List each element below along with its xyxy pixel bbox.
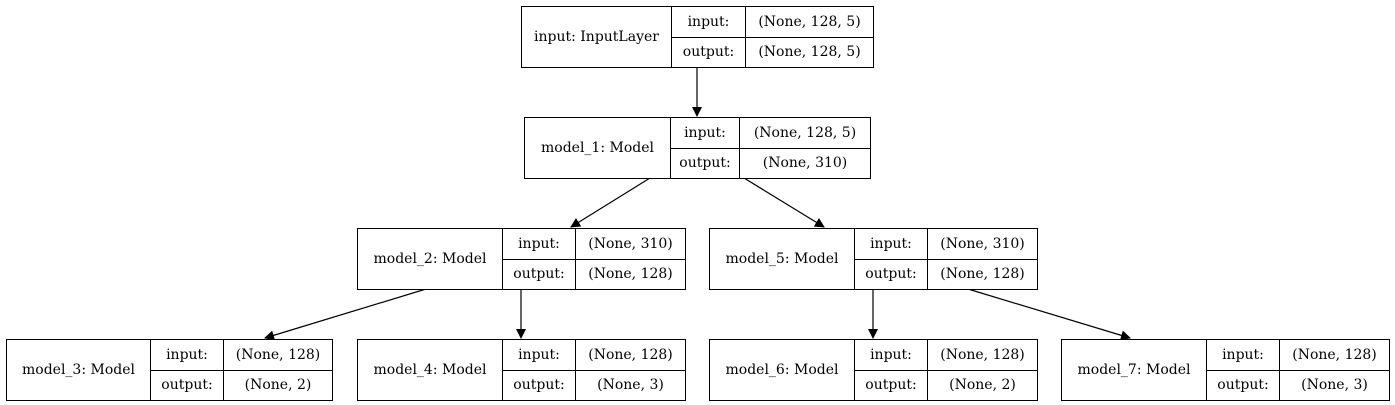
input-row: input: (None, 128, 5) [672, 7, 873, 37]
output-label: output: [1207, 370, 1280, 400]
input-row: input: (None, 128) [1207, 340, 1389, 370]
node-model-1: model_1: Model input: (None, 128, 5) out… [524, 117, 871, 179]
input-shape: (None, 310) [588, 235, 673, 252]
output-row: output: (None, 310) [671, 147, 870, 178]
output-label: output: [503, 370, 576, 400]
output-label: output: [503, 259, 576, 289]
input-row: input: (None, 128) [855, 340, 1037, 370]
output-row: output: (None, 2) [151, 369, 332, 400]
input-label: input: [151, 340, 224, 370]
edge-model-5-to-model-7 [967, 288, 1131, 341]
output-label: output: [671, 148, 740, 178]
node-name: model_5: Model [710, 229, 855, 289]
node-model-6: model_6: Model input: (None, 128) output… [709, 339, 1038, 401]
output-row: output: (None, 128) [503, 258, 685, 289]
input-row: input: (None, 128) [151, 340, 332, 370]
node-name: model_6: Model [710, 340, 855, 400]
output-row: output: (None, 128) [855, 258, 1037, 289]
node-name: model_7: Model [1062, 340, 1207, 400]
input-row: input: (None, 310) [503, 229, 685, 259]
input-label: input: [672, 7, 746, 37]
output-label: output: [855, 259, 928, 289]
output-label: output: [151, 370, 224, 400]
node-name: model_3: Model [7, 340, 151, 400]
node-model-7: model_7: Model input: (None, 128) output… [1061, 339, 1390, 401]
output-shape: (None, 2) [244, 377, 312, 394]
output-shape: (None, 128) [588, 266, 673, 283]
output-shape: (None, 2) [949, 377, 1016, 394]
output-row: output: (None, 2) [855, 369, 1037, 400]
input-shape: (None, 128) [1292, 346, 1377, 363]
input-shape: (None, 128) [588, 346, 673, 363]
node-model-5: model_5: Model input: (None, 310) output… [709, 228, 1038, 290]
output-shape: (None, 128) [940, 266, 1025, 283]
output-label: output: [672, 37, 746, 67]
input-label: input: [503, 340, 576, 370]
input-label: input: [503, 229, 576, 259]
edge-model-1-to-model-2 [570, 177, 651, 228]
edge-model-1-to-model-5 [743, 177, 825, 228]
output-row: output: (None, 128, 5) [672, 36, 873, 67]
input-label: input: [671, 118, 740, 148]
edge-model-2-to-model-3 [264, 288, 427, 341]
input-shape: (None, 128) [940, 346, 1025, 363]
node-model-4: model_4: Model input: (None, 128) output… [357, 339, 686, 401]
output-label: output: [855, 370, 928, 400]
node-name: model_1: Model [525, 118, 671, 178]
input-row: input: (None, 310) [855, 229, 1037, 259]
output-shape: (None, 3) [597, 377, 664, 394]
node-model-2: model_2: Model input: (None, 310) output… [357, 228, 686, 290]
node-model-3: model_3: Model input: (None, 128) output… [6, 339, 333, 401]
node-name: input: InputLayer [522, 7, 672, 67]
input-shape: (None, 128) [235, 346, 321, 363]
input-row: input: (None, 128) [503, 340, 685, 370]
node-name: model_4: Model [358, 340, 503, 400]
output-shape: (None, 128, 5) [758, 44, 861, 61]
output-shape: (None, 3) [1301, 377, 1368, 394]
input-shape: (None, 128, 5) [758, 13, 861, 30]
node-input: input: InputLayer input: (None, 128, 5) … [521, 6, 874, 68]
input-shape: (None, 310) [940, 235, 1025, 252]
node-name: model_2: Model [358, 229, 503, 289]
output-row: output: (None, 3) [503, 369, 685, 400]
output-row: output: (None, 3) [1207, 369, 1389, 400]
output-shape: (None, 310) [762, 155, 848, 172]
input-label: input: [855, 340, 928, 370]
input-label: input: [1207, 340, 1280, 370]
input-label: input: [855, 229, 928, 259]
input-row: input: (None, 128, 5) [671, 118, 870, 148]
input-shape: (None, 128, 5) [753, 124, 857, 141]
